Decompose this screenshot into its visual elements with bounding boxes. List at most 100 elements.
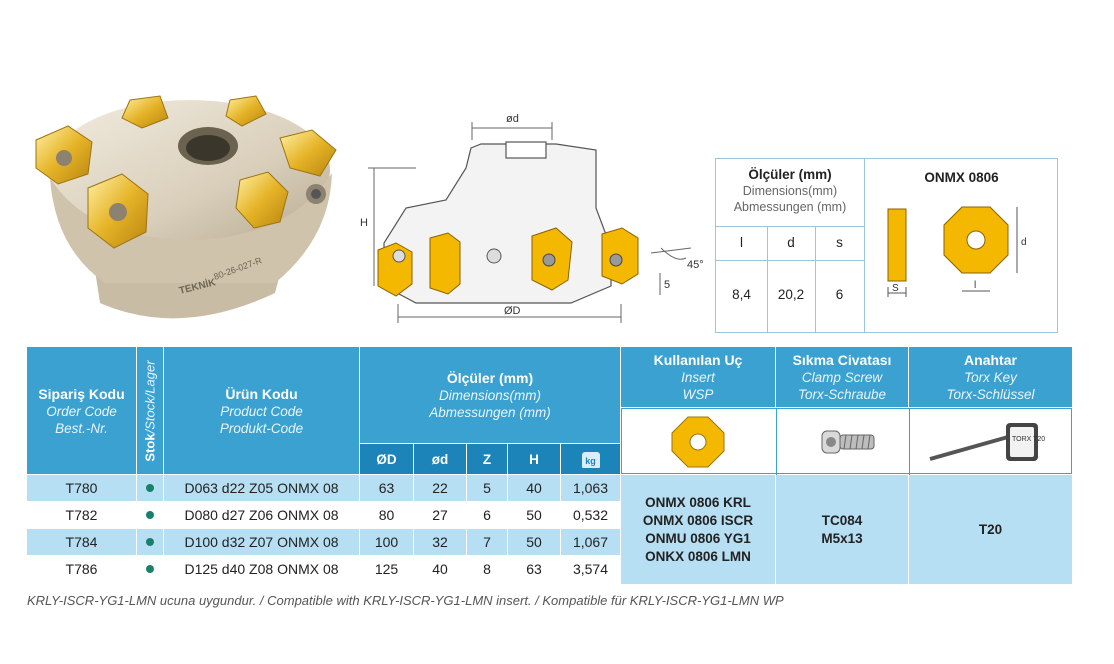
cell-order: T784 bbox=[27, 529, 136, 555]
header-order-de: Best.-Nr. bbox=[55, 421, 108, 436]
cell-order: T786 bbox=[27, 556, 136, 582]
header-dimensions: Ölçüler (mm) Dimensions(mm) Abmessungen … bbox=[360, 347, 620, 443]
cell-d: 22 bbox=[414, 475, 466, 501]
header-Z: Z bbox=[467, 444, 507, 474]
clamp-screw-icon bbox=[821, 430, 875, 454]
header-screw-en: Clamp Screw bbox=[801, 370, 883, 385]
header-order-en: Order Code bbox=[46, 404, 117, 419]
header-product-de: Produkt-Code bbox=[219, 421, 304, 436]
cell-kg: 1,067 bbox=[561, 529, 620, 555]
cell-Z: 5 bbox=[467, 475, 507, 501]
dim-header-d: d bbox=[787, 235, 795, 250]
key-icon-text: TORX T20 bbox=[1012, 436, 1045, 443]
stock-cell bbox=[137, 556, 163, 582]
cell-D: 80 bbox=[360, 502, 413, 528]
header-key-de: Torx-Schlüssel bbox=[946, 387, 1035, 402]
cell-product: D063 d22 Z05 ONMX 08 bbox=[164, 475, 359, 501]
screw-code: TC084 bbox=[821, 512, 863, 528]
cell-H: 50 bbox=[508, 529, 560, 555]
dim-box-title: Ölçüler (mm) bbox=[748, 167, 832, 182]
header-insert-de: WSP bbox=[682, 387, 714, 402]
header-stock-sub: /Stock/Lager bbox=[142, 359, 158, 433]
sketch-s-label: S bbox=[892, 283, 899, 294]
key-code: T20 bbox=[978, 521, 1003, 537]
insert-dimension-box: Ölçüler (mm) Dimensions(mm) Abmessungen … bbox=[715, 158, 1058, 333]
header-H: H bbox=[508, 444, 560, 474]
stock-cell bbox=[137, 502, 163, 528]
product-table: Sipariş Kodu Order Code Best.-Nr. Stok/S… bbox=[27, 347, 1072, 584]
insert-name: ONMX 0806 bbox=[924, 170, 999, 185]
stock-available-dot bbox=[146, 511, 154, 519]
header-screw-de: Torx-Schraube bbox=[797, 387, 887, 402]
weight-icon: kg bbox=[581, 452, 600, 468]
cell-H: 40 bbox=[508, 475, 560, 501]
dim-value-l: 8,4 bbox=[732, 287, 751, 302]
insert-sketch: S d l bbox=[887, 206, 1027, 297]
od-dimension-label: ød bbox=[506, 113, 519, 125]
dim-box-header: Ölçüler (mm) Dimensions(mm) Abmessungen … bbox=[716, 167, 864, 215]
cell-d: 40 bbox=[414, 556, 466, 582]
dim-box-sub-en: Dimensions(mm) bbox=[742, 184, 838, 198]
cell-Z: 7 bbox=[467, 529, 507, 555]
dim-value-s: 6 bbox=[835, 287, 844, 302]
header-od: ød bbox=[414, 444, 466, 474]
stock-cell bbox=[137, 529, 163, 555]
cell-D: 63 bbox=[360, 475, 413, 501]
cell-H: 50 bbox=[508, 502, 560, 528]
dim-header-s: s bbox=[836, 235, 843, 250]
header-key: Anahtar Torx Key Torx-Schlüssel bbox=[909, 347, 1072, 407]
compatible-inserts-cell: ONMX 0806 KRL ONMX 0806 ISCR ONMU 0806 Y… bbox=[621, 475, 775, 584]
s-dimension-label: 5 bbox=[664, 279, 670, 291]
angle-label: 45° bbox=[687, 259, 704, 271]
cell-kg: 1,063 bbox=[561, 475, 620, 501]
header-stock-title: Stok bbox=[142, 432, 158, 462]
cell-order: T782 bbox=[27, 502, 136, 528]
insert-code: ONMU 0806 YG1 bbox=[645, 530, 751, 546]
milling-cutter-image: TEKNİK 80-26-027-R bbox=[35, 95, 337, 319]
header-weight: kg bbox=[561, 444, 620, 474]
header-insert: Kullanılan Uç Insert WSP bbox=[621, 347, 775, 407]
accessory-images-row: TORX T20 bbox=[621, 408, 1072, 475]
cell-Z: 8 bbox=[467, 556, 507, 582]
h-dimension-label: H bbox=[360, 217, 368, 229]
header-dims-de: Abmessungen (mm) bbox=[429, 405, 551, 420]
cell-H: 63 bbox=[508, 556, 560, 582]
header-dims-title: Ölçüler (mm) bbox=[446, 370, 534, 386]
cell-D: 100 bbox=[360, 529, 413, 555]
technical-drawing: ød H ØD 45° 5 bbox=[360, 113, 704, 323]
key-cell: T20 bbox=[909, 475, 1072, 584]
stock-cell bbox=[137, 475, 163, 501]
header-stock: Stok/Stock/Lager bbox=[137, 347, 163, 474]
cell-D: 125 bbox=[360, 556, 413, 582]
header-screw-title: Sıkma Civatası bbox=[792, 352, 892, 368]
header-order-title: Sipariş Kodu bbox=[38, 386, 125, 402]
sketch-l-label: l bbox=[974, 280, 976, 291]
header-D: ØD bbox=[360, 444, 413, 474]
d-dimension-label: ØD bbox=[504, 305, 521, 317]
cell-d: 27 bbox=[414, 502, 466, 528]
cell-kg: 0,532 bbox=[561, 502, 620, 528]
header-key-title: Anahtar bbox=[964, 352, 1017, 368]
cell-order: T780 bbox=[27, 475, 136, 501]
screw-size: M5x13 bbox=[821, 530, 863, 546]
dim-box-sub-de: Abmessungen (mm) bbox=[733, 200, 847, 214]
stock-available-dot bbox=[146, 538, 154, 546]
dim-value-d: 20,2 bbox=[777, 287, 805, 302]
cell-product: D100 d32 Z07 ONMX 08 bbox=[164, 529, 359, 555]
insert-code: ONMX 0806 ISCR bbox=[642, 512, 754, 528]
header-product-code: Ürün Kodu Product Code Produkt-Code bbox=[164, 347, 359, 474]
stock-available-dot bbox=[146, 484, 154, 492]
dim-header-l: l bbox=[740, 235, 743, 250]
clamp-screw-cell: TC084 M5x13 bbox=[776, 475, 908, 584]
cell-Z: 6 bbox=[467, 502, 507, 528]
header-order-code: Sipariş Kodu Order Code Best.-Nr. bbox=[27, 347, 136, 474]
sketch-d-label: d bbox=[1021, 237, 1027, 248]
cell-kg: 3,574 bbox=[561, 556, 620, 582]
insert-code: ONMX 0806 KRL bbox=[645, 494, 751, 510]
header-screw: Sıkma Civatası Clamp Screw Torx-Schraube bbox=[776, 347, 908, 407]
header-insert-title: Kullanılan Uç bbox=[653, 352, 743, 368]
header-insert-en: Insert bbox=[681, 370, 715, 385]
